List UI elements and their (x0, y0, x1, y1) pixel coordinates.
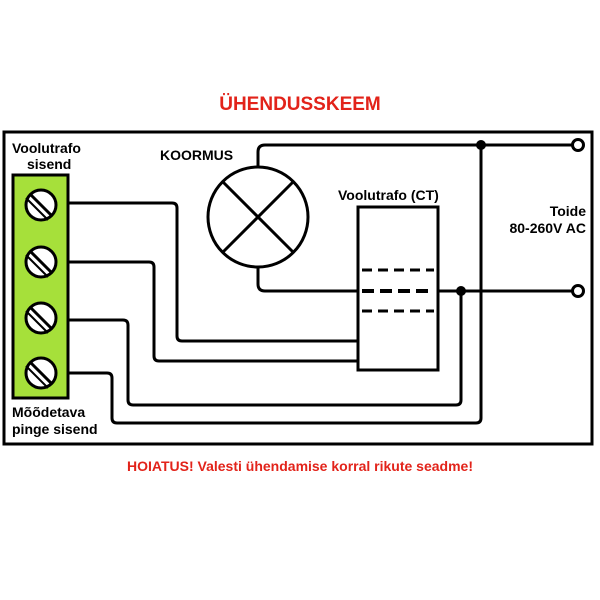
label-power-line1: Toide (550, 203, 587, 219)
diagram-title: ÜHENDUSSKEEM (219, 94, 381, 115)
label-power-line2: 80-260V AC (509, 220, 586, 236)
label-voltage-input-line2: pinge sisend (12, 421, 98, 437)
junction-top (476, 140, 486, 150)
wire-top-supply (256, 143, 578, 168)
label-ct-input-line1: Voolutrafo (12, 140, 81, 156)
label-ct-input-line2: sisend (27, 156, 71, 172)
power-terminal-top (571, 138, 585, 152)
wire-terminal-2 (68, 260, 358, 363)
screw-terminal-3-icon (24, 301, 58, 335)
screw-terminal-1-icon (24, 188, 58, 222)
screw-terminal-2-icon (24, 245, 58, 279)
label-load: KOORMUS (160, 147, 233, 163)
device-frame (2, 130, 594, 446)
screw-terminal-4-icon (24, 356, 58, 390)
wire-bottom-supply (256, 266, 578, 293)
junction-bottom (456, 286, 466, 296)
power-terminal-bottom (571, 284, 585, 298)
current-transformer-icon (356, 205, 440, 372)
load-lamp-icon (206, 165, 310, 269)
label-voltage-input-line1: Mõõdetava (12, 404, 85, 420)
terminal-block (11, 173, 70, 400)
wire-terminal-1 (68, 201, 358, 343)
wire-terminal-3 (68, 291, 463, 407)
label-ct: Voolutrafo (CT) (338, 187, 439, 203)
wires (68, 143, 578, 425)
wire-terminal-4 (68, 145, 483, 425)
warning-text: HOIATUS! Valesti ühendamise korral rikut… (127, 458, 473, 474)
